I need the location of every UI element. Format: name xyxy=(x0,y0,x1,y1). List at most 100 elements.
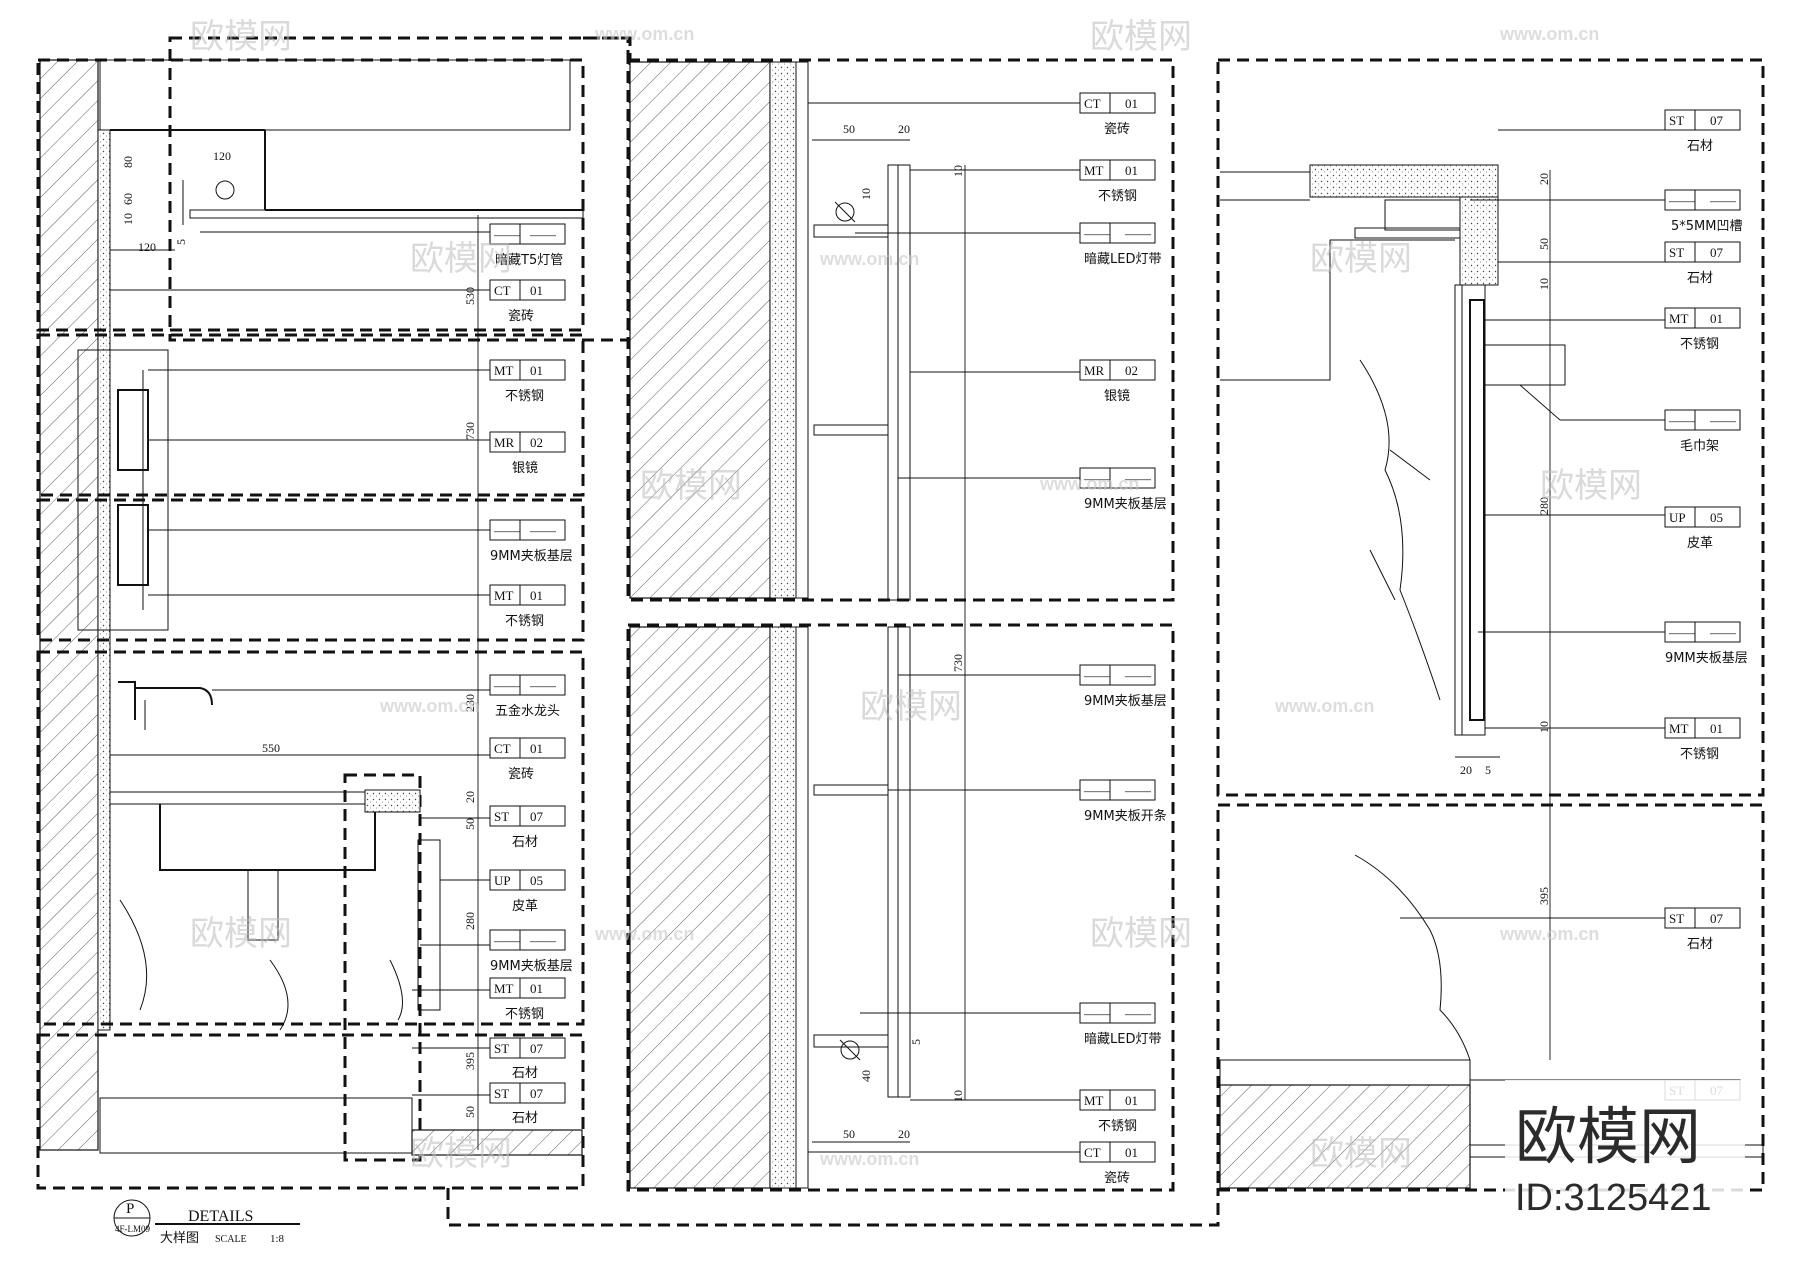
svg-text:01: 01 xyxy=(530,741,543,756)
svg-text:9MM夹板基层: 9MM夹板基层 xyxy=(490,549,573,564)
scale-label: SCALE xyxy=(215,1234,247,1245)
svg-text:10: 10 xyxy=(951,165,965,177)
led-strip-icon xyxy=(840,1040,860,1060)
svg-text:07: 07 xyxy=(1710,911,1724,926)
svg-text:10: 10 xyxy=(951,1090,965,1102)
svg-text:不锈钢: 不锈钢 xyxy=(505,389,544,404)
svg-text:01: 01 xyxy=(530,363,543,378)
svg-text:不锈钢: 不锈钢 xyxy=(1098,1119,1137,1134)
callout-tag: CT 01 瓷砖 xyxy=(489,279,566,324)
callout-tag: —— —— 9MM夹板基层 xyxy=(1079,664,1167,709)
watermark-brand: 欧模网 xyxy=(410,1134,512,1174)
svg-text:9MM夹板基层: 9MM夹板基层 xyxy=(490,959,573,974)
callout-tag: —— —— 毛巾架 xyxy=(1664,409,1741,454)
svg-text:石材: 石材 xyxy=(512,1111,538,1126)
svg-text:01: 01 xyxy=(530,588,543,603)
right-dimensions: 20 50 10 280 10 20 5 395 xyxy=(1460,173,1551,905)
svg-text:不锈钢: 不锈钢 xyxy=(1680,747,1719,762)
svg-text:CT: CT xyxy=(494,741,511,756)
callout-tag: MT 01 不锈钢 xyxy=(1664,717,1741,762)
svg-text:——: —— xyxy=(493,523,521,538)
right-callouts: ST 07 石材 —— —— 5*5MM凹槽 ST 07 石材 MT 01 不锈… xyxy=(1664,109,1748,1101)
watermark-brand: 欧模网 xyxy=(190,914,292,954)
svg-text:730: 730 xyxy=(463,422,477,440)
callout-tag: MT 01 不锈钢 xyxy=(489,584,566,629)
svg-text:10: 10 xyxy=(121,213,135,225)
callout-tag: MT 01 不锈钢 xyxy=(489,977,566,1022)
watermark-url: www.om.cn xyxy=(1039,474,1139,494)
svg-text:07: 07 xyxy=(1710,113,1724,128)
svg-text:20: 20 xyxy=(1537,173,1551,185)
svg-text:01: 01 xyxy=(1710,311,1723,326)
svg-text:ST: ST xyxy=(494,1041,509,1056)
svg-text:230: 230 xyxy=(463,694,477,712)
svg-text:不锈钢: 不锈钢 xyxy=(505,1007,544,1022)
callout-tag: —— —— 9MM夹板基层 xyxy=(489,929,573,974)
svg-text:120: 120 xyxy=(138,240,156,254)
watermark-brand: 欧模网 xyxy=(190,17,292,57)
svg-text:——: —— xyxy=(1124,668,1152,683)
svg-text:ST: ST xyxy=(1669,911,1684,926)
svg-text:50: 50 xyxy=(1537,238,1551,250)
callout-tag: MT 01 不锈钢 xyxy=(1664,307,1741,352)
svg-text:UP: UP xyxy=(1669,510,1686,525)
svg-text:10: 10 xyxy=(859,188,873,200)
svg-text:——: —— xyxy=(1083,783,1111,798)
callout-tag: CT 01 瓷砖 xyxy=(1079,92,1156,137)
svg-text:石材: 石材 xyxy=(1687,271,1713,286)
watermark-url: www.om.cn xyxy=(1274,696,1374,716)
callout-tag: —— —— 5*5MM凹槽 xyxy=(1664,189,1742,234)
svg-text:01: 01 xyxy=(530,981,543,996)
left-wall-hatch xyxy=(39,59,99,1151)
svg-text:UP: UP xyxy=(494,873,511,888)
svg-text:ST: ST xyxy=(1669,113,1684,128)
callout-tag: MT 01 不锈钢 xyxy=(1079,1089,1156,1134)
title-zh: 大样图 xyxy=(160,1231,199,1246)
svg-text:——: —— xyxy=(529,678,557,693)
svg-text:20: 20 xyxy=(898,122,910,136)
svg-text:9MM夹板开条: 9MM夹板开条 xyxy=(1084,808,1167,824)
svg-text:——: —— xyxy=(1083,1006,1111,1021)
detail-symbol: P xyxy=(126,1201,134,1217)
middle-dimensions: 50 20 10 10 730 5 40 10 50 20 xyxy=(843,122,965,1141)
middle-top-wall xyxy=(629,61,771,599)
svg-text:9MM夹板基层: 9MM夹板基层 xyxy=(1665,651,1748,666)
svg-text:——: —— xyxy=(529,933,557,948)
callout-tag: MR 02 银镜 xyxy=(1079,359,1156,404)
watermark-layer: 欧模网 欧模网 欧模网 欧模网 欧模网 欧模网 欧模网 欧模网 欧模网 欧模网 … xyxy=(190,17,1642,1174)
svg-text:——: —— xyxy=(1124,1006,1152,1021)
watermark-brand: 欧模网 xyxy=(1090,914,1192,954)
callout-tag: —— —— 9MM夹板基层 xyxy=(489,519,573,564)
svg-text:暗藏LED灯带: 暗藏LED灯带 xyxy=(1084,1032,1161,1047)
svg-text:550: 550 xyxy=(262,741,280,755)
svg-text:07: 07 xyxy=(530,1041,544,1056)
svg-text:MR: MR xyxy=(1084,363,1105,378)
svg-text:01: 01 xyxy=(1125,96,1138,111)
svg-text:20: 20 xyxy=(1460,763,1472,777)
svg-text:——: —— xyxy=(529,523,557,538)
svg-text:20: 20 xyxy=(898,1127,910,1141)
svg-text:——: —— xyxy=(1124,471,1152,486)
svg-text:——: —— xyxy=(1668,193,1696,208)
callout-tag: MT 01 不锈钢 xyxy=(489,359,566,404)
connecting-outline xyxy=(446,36,1220,1227)
right-panel-top xyxy=(1216,58,1765,797)
svg-text:20: 20 xyxy=(463,791,477,803)
svg-text:01: 01 xyxy=(1125,1145,1138,1160)
right-panel-bottom xyxy=(1216,803,1765,1192)
svg-text:395: 395 xyxy=(1537,887,1551,905)
callout-tag: —— —— 暗藏LED灯带 xyxy=(1079,222,1161,267)
svg-text:瓷砖: 瓷砖 xyxy=(508,767,534,782)
svg-text:280: 280 xyxy=(463,912,477,930)
svg-text:CT: CT xyxy=(1084,1145,1101,1160)
svg-text:01: 01 xyxy=(530,283,543,298)
svg-text:银镜: 银镜 xyxy=(1104,389,1130,404)
callout-tag: —— —— 9MM夹板基层 xyxy=(1664,621,1748,666)
svg-text:ST: ST xyxy=(1669,245,1684,260)
svg-text:石材: 石材 xyxy=(512,835,538,850)
callout-tag: ST 07 石材 xyxy=(489,805,566,850)
svg-text:05: 05 xyxy=(1710,510,1723,525)
svg-text:50: 50 xyxy=(843,1127,855,1141)
towel-rack-icon xyxy=(1484,344,1566,386)
